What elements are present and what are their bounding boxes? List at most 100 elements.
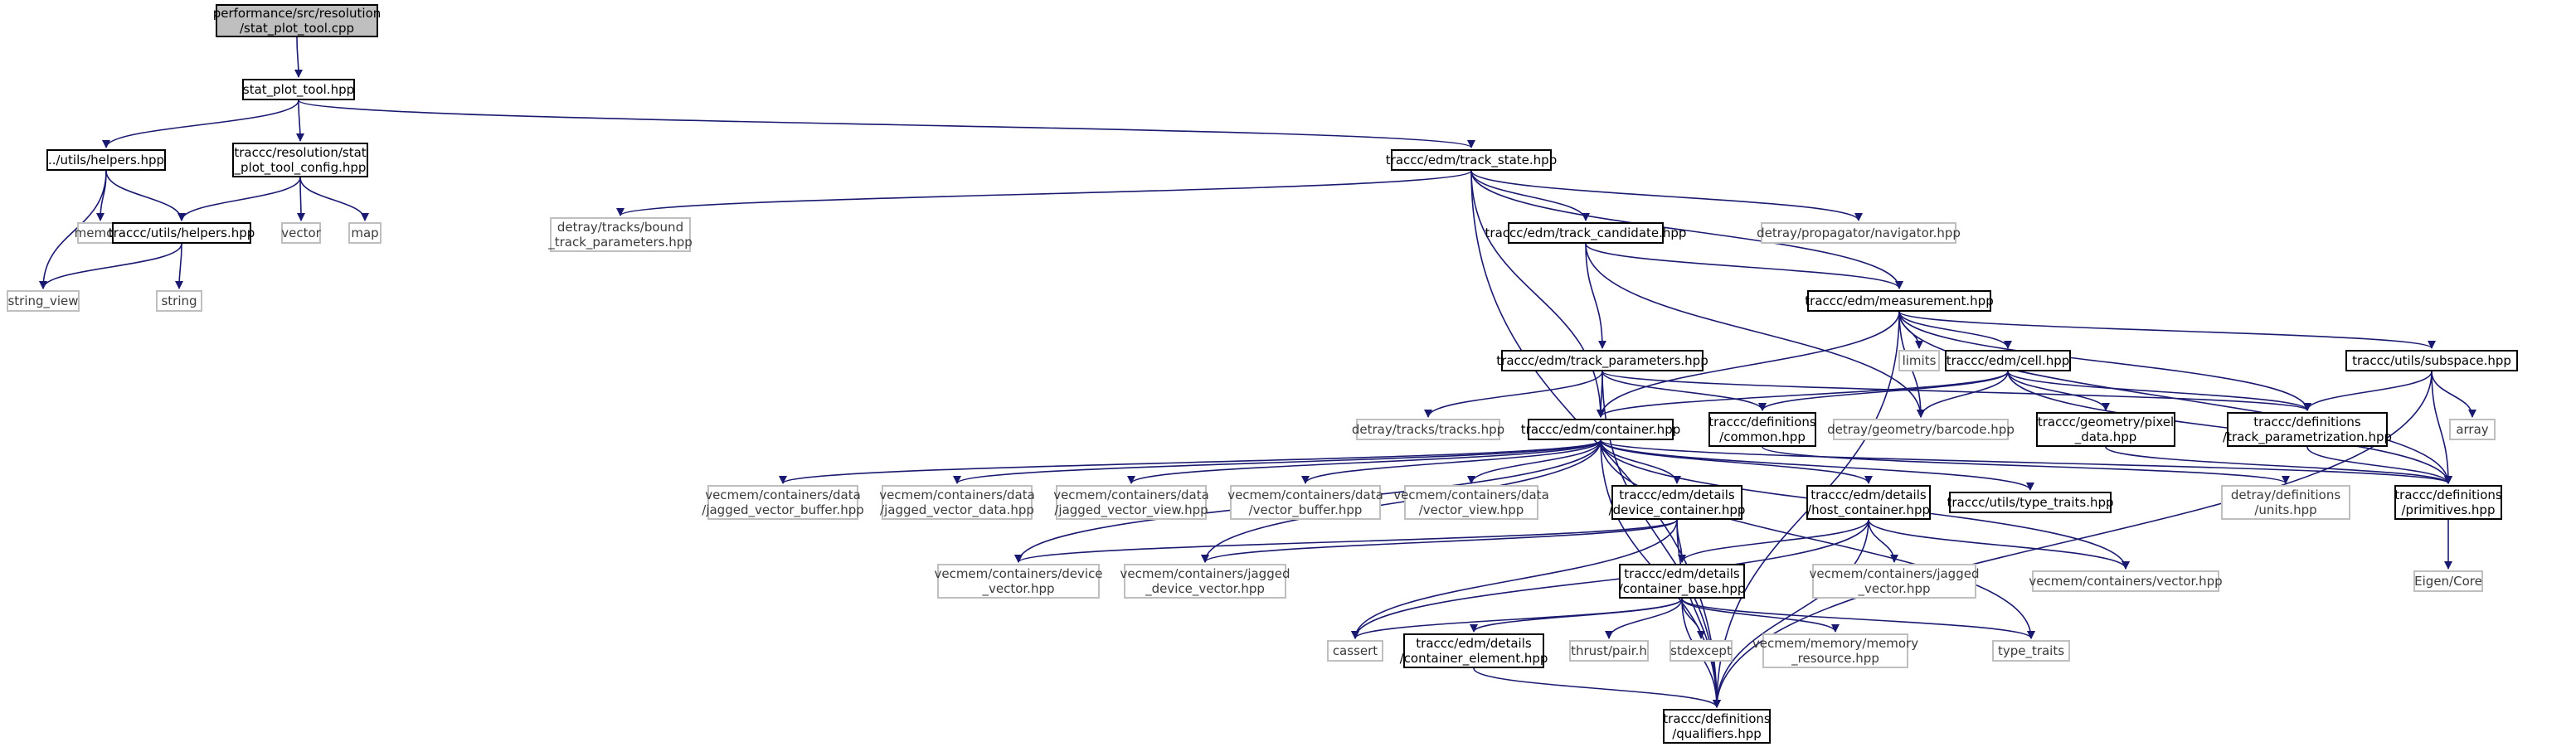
edge-tstate-to-nav xyxy=(1470,170,1863,221)
node-cassert: cassert xyxy=(1327,640,1383,662)
node-map: map xyxy=(348,222,382,244)
edge-common-to-units xyxy=(1762,446,2290,484)
node-devvec: vecmem/containers/device _vector.hpp xyxy=(934,564,1103,599)
edge-uhelp-to-thelp xyxy=(105,170,186,221)
edge-hostc-to-cassert xyxy=(1351,519,1869,639)
edge-cbase-to-celem xyxy=(1470,598,1683,633)
edge-cell-to-pixel xyxy=(2007,371,2110,411)
node-ttraits[interactable]: traccc/utils/type_traits.hpp xyxy=(1947,492,2114,513)
edge-spt-to-tstate xyxy=(298,99,1475,148)
edge-meas-to-tparam xyxy=(1898,311,2311,411)
edge-sptc-to-map xyxy=(299,177,369,221)
node-devc[interactable]: traccc/edm/details /device_container.hpp xyxy=(1609,485,1745,520)
edge-subspace-to-quals xyxy=(1713,371,2433,708)
edge-tstate-to-meas xyxy=(1470,170,1903,289)
node-tparam[interactable]: traccc/definitions /track_parametrizatio… xyxy=(2223,412,2392,447)
node-pixel[interactable]: traccc/geometry/pixel _data.hpp xyxy=(2036,412,2175,447)
node-btp: detray/tracks/bound _track_parameters.hp… xyxy=(548,217,693,252)
edge-container-to-ttraits xyxy=(1600,439,2034,491)
edge-container-to-jvb xyxy=(779,439,1601,484)
edge-container-to-vb xyxy=(1301,439,1601,484)
node-meas[interactable]: traccc/edm/measurement.hpp xyxy=(1805,290,1994,312)
node-stdexcept: stdexcept xyxy=(1670,640,1733,662)
node-tcand[interactable]: traccc/edm/track_candidate.hpp xyxy=(1485,222,1686,244)
node-array: array xyxy=(2449,419,2496,440)
edge-tcand-to-meas xyxy=(1585,243,1903,289)
node-tparams[interactable]: traccc/edm/track_parameters.hpp xyxy=(1496,350,1708,371)
edge-container-to-typetraits xyxy=(1600,439,2035,639)
node-cell[interactable]: traccc/edm/cell.hpp xyxy=(1945,350,2071,371)
edge-meas-to-container xyxy=(1597,311,1900,418)
node-hostc[interactable]: traccc/edm/details /host_container.hpp xyxy=(1806,485,1931,520)
node-root[interactable]: performance/src/resolution /stat_plot_to… xyxy=(212,4,382,37)
edge-tstate-to-container xyxy=(1470,170,1605,418)
edge-tstate-to-tcand xyxy=(1470,170,1590,221)
edge-hostc-to-cbase xyxy=(1678,519,1869,563)
node-vv: vecmem/containers/data /vector_view.hpp xyxy=(1393,485,1549,520)
edge-hostc-to-jv xyxy=(1868,519,1898,563)
node-quals[interactable]: traccc/definitions /qualifiers.hpp xyxy=(1663,709,1771,744)
node-common[interactable]: traccc/definitions /common.hpp xyxy=(1708,412,1816,447)
edge-tcand-to-barcode xyxy=(1585,243,1925,418)
node-limits: limits xyxy=(1898,350,1940,371)
node-spt[interactable]: stat_plot_tool.hpp xyxy=(242,79,355,100)
edge-cbase-to-memres xyxy=(1681,598,1840,633)
edge-thelp-to-string xyxy=(175,243,184,289)
edge-devc-to-devvec xyxy=(1014,519,1678,563)
edge-cbase-to-typetraits xyxy=(1681,598,2035,639)
edge-meas-to-prims xyxy=(1898,311,2452,484)
edge-spt-to-uhelp xyxy=(102,99,299,148)
edge-container-to-jvd xyxy=(953,439,1601,484)
edge-tparams-to-common xyxy=(1601,371,1767,411)
edge-cell-to-barcode xyxy=(1917,371,2009,418)
edge-hostc-to-vecmemvec xyxy=(1868,519,2130,570)
node-nav: detray/propagator/navigator.hpp xyxy=(1757,222,1961,244)
node-memres: vecmem/memory/memory _resource.hpp xyxy=(1752,633,1918,668)
edge-tparams-to-tracks xyxy=(1424,371,1603,418)
edge-devc-to-cassert xyxy=(1351,519,1678,639)
node-sptc[interactable]: traccc/resolution/stat _plot_tool_config… xyxy=(232,143,368,177)
node-vecmemvec: vecmem/containers/vector.hpp xyxy=(2029,570,2223,592)
edge-devc-to-quals xyxy=(1676,519,1721,708)
edge-meas-to-subspace xyxy=(1898,311,2436,349)
edge-container-to-jvv xyxy=(1127,439,1601,484)
edge-subspace-to-prims xyxy=(2431,371,2452,484)
node-celem[interactable]: traccc/edm/details /container_element.hp… xyxy=(1400,633,1548,668)
node-tracks: detray/tracks/tracks.hpp xyxy=(1352,419,1504,440)
edge-cell-to-common xyxy=(1758,371,2009,411)
node-eigen: Eigen/Core xyxy=(2413,570,2483,592)
edge-celem-to-quals xyxy=(1473,667,1721,708)
edge-uhelp-to-sview xyxy=(39,170,107,289)
edge-hostc-to-quals xyxy=(1713,519,1869,708)
edge-container-to-vv xyxy=(1467,439,1601,484)
node-uhelp[interactable]: ../utils/helpers.hpp xyxy=(46,149,166,171)
node-units: detray/definitions /units.hpp xyxy=(2221,485,2350,520)
node-string: string xyxy=(156,290,202,312)
node-prims[interactable]: traccc/definitions /primitives.hpp xyxy=(2394,485,2502,520)
node-jvd: vecmem/containers/data /jagged_vector_da… xyxy=(879,485,1035,520)
node-cbase[interactable]: traccc/edm/details /container_base.hpp xyxy=(1619,564,1745,599)
node-container[interactable]: traccc/edm/container.hpp xyxy=(1521,419,1680,440)
node-tstate[interactable]: traccc/edm/track_state.hpp xyxy=(1386,149,1557,171)
node-thrust: thrust/pair.h xyxy=(1569,640,1649,662)
edge-meas-to-cell xyxy=(1898,311,2012,349)
edge-sptc-to-thelp xyxy=(177,177,301,221)
node-vb: vecmem/containers/data /vector_buffer.hp… xyxy=(1227,485,1383,520)
edge-cell-to-tparam xyxy=(2007,371,2311,411)
edge-container-to-prims xyxy=(1600,439,2452,484)
node-subspace[interactable]: traccc/utils/subspace.hpp xyxy=(2345,350,2518,371)
edge-subspace-to-array xyxy=(2431,371,2476,418)
node-jv: vecmem/containers/jagged _vector.hpp xyxy=(1810,564,1979,599)
node-typetraits: type_traits xyxy=(1992,640,2070,662)
edge-spt-to-sptc xyxy=(295,99,304,142)
node-jvv: vecmem/containers/data /jagged_vector_vi… xyxy=(1053,485,1209,520)
edge-tparam-to-prims xyxy=(2306,446,2452,484)
edge-tcand-to-tparams xyxy=(1585,243,1606,349)
node-barcode: detray/geometry/barcode.hpp xyxy=(1827,419,2015,440)
node-thelp[interactable]: traccc/utils/helpers.hpp xyxy=(109,222,255,244)
node-vector: vector xyxy=(281,222,321,244)
node-sview: string_view xyxy=(7,290,80,312)
node-jvb: vecmem/containers/data /jagged_vector_bu… xyxy=(702,485,864,520)
